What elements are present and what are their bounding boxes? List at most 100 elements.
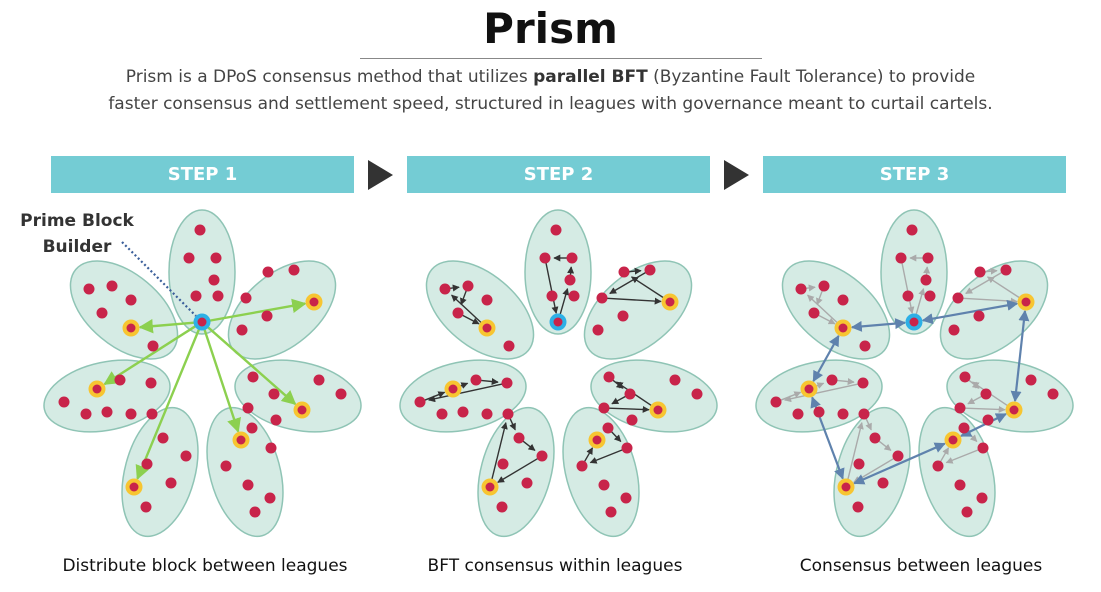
validator-node [80,408,92,420]
league-ellipse [168,209,236,335]
bft-arrow [558,287,570,318]
distribute-arrow [206,298,307,323]
distribute-arrow [202,326,241,433]
prime-pointer-line [121,241,197,317]
bft-arrow [611,395,626,405]
step-1-banner: STEP 1 [51,156,354,193]
validator-node [436,408,448,420]
validator-node [859,340,871,352]
validator-node [481,294,493,306]
distribute-arrow [103,323,199,386]
validator-node [602,422,614,434]
validator-node [157,432,169,444]
validator-node [568,290,580,302]
validator-node [892,450,904,462]
validator-node [183,252,195,264]
validator-node [973,310,985,322]
bft-arrow [567,266,575,276]
validator-node [877,477,889,489]
validator-node [521,477,533,489]
validator-node [617,310,629,322]
bft-arrow [545,262,559,314]
validator-node [261,310,273,322]
validator-node [596,292,608,304]
validator-node [513,432,525,444]
bft-arrow [522,440,536,452]
title-divider [360,58,762,59]
validator-node [576,460,588,472]
validator-node [853,458,865,470]
validator-node [818,280,830,292]
bft-arrow [509,418,516,431]
bft-arrow-muted [968,379,980,389]
league-leader-core [1021,297,1031,307]
validator-node [924,290,936,302]
validator-node [501,377,513,389]
validator-node [242,402,254,414]
validator-node [959,371,971,383]
bft-arrow-muted [914,287,926,318]
validator-node [96,307,108,319]
validator-node [539,252,551,264]
validator-node [481,408,493,420]
validator-node [140,501,152,513]
validator-node [503,340,515,352]
nodes-layer [58,224,1059,518]
validator-node [1025,374,1037,386]
validator-node [439,283,451,295]
page-title: Prism [483,4,618,53]
validator-node [982,414,994,426]
validator-node [902,290,914,302]
bft-arrow-muted [945,449,979,464]
validator-node [262,266,274,278]
league-leader-core [485,482,495,492]
validator-node [106,280,118,292]
validator-node [210,252,222,264]
validator-node [795,283,807,295]
bft-arrow [630,276,667,300]
distribute-arrow [135,326,202,481]
validator-node [268,388,280,400]
step-2-caption: BFT consensus within leagues [427,556,683,576]
bft-arrow-muted [923,266,931,276]
step-3-caption: Consensus between leagues [799,556,1043,576]
validator-node [313,374,325,386]
league-leader-core [297,405,307,415]
validator-node [858,408,870,420]
validator-node [976,492,988,504]
bft-arrow-muted [865,418,872,431]
validator-node [247,371,259,383]
inter-league-arrow [1010,309,1030,403]
validator-node [837,408,849,420]
validator-node [212,290,224,302]
validator-node [624,388,636,400]
validator-node [335,388,347,400]
validator-node [1000,264,1012,276]
validator-node [826,374,838,386]
bft-arrow [610,431,622,442]
bft-arrow-muted [901,262,915,314]
league-leader-core [592,435,602,445]
validator-node [452,307,464,319]
validator-node [852,501,864,513]
bft-arrow [583,447,594,463]
validator-node [598,479,610,491]
validator-node [101,406,113,418]
validator-node [906,224,918,236]
inter-league-arrow [850,318,907,332]
league-leader-core [841,482,851,492]
bft-arrow-muted [964,405,1006,413]
validator-node [242,479,254,491]
step-3-banner: STEP 3 [763,156,1066,193]
next-arrow-icon [724,160,749,190]
validator-node [502,408,514,420]
bft-arrow [606,297,662,305]
validator-node [598,402,610,414]
bft-arrow-muted [986,276,1023,300]
bft-arrow-muted [805,284,816,292]
validator-node [621,442,633,454]
validator-node [974,266,986,278]
bft-arrow-muted [965,271,1003,295]
validator-node [462,280,474,292]
validator-node [147,340,159,352]
